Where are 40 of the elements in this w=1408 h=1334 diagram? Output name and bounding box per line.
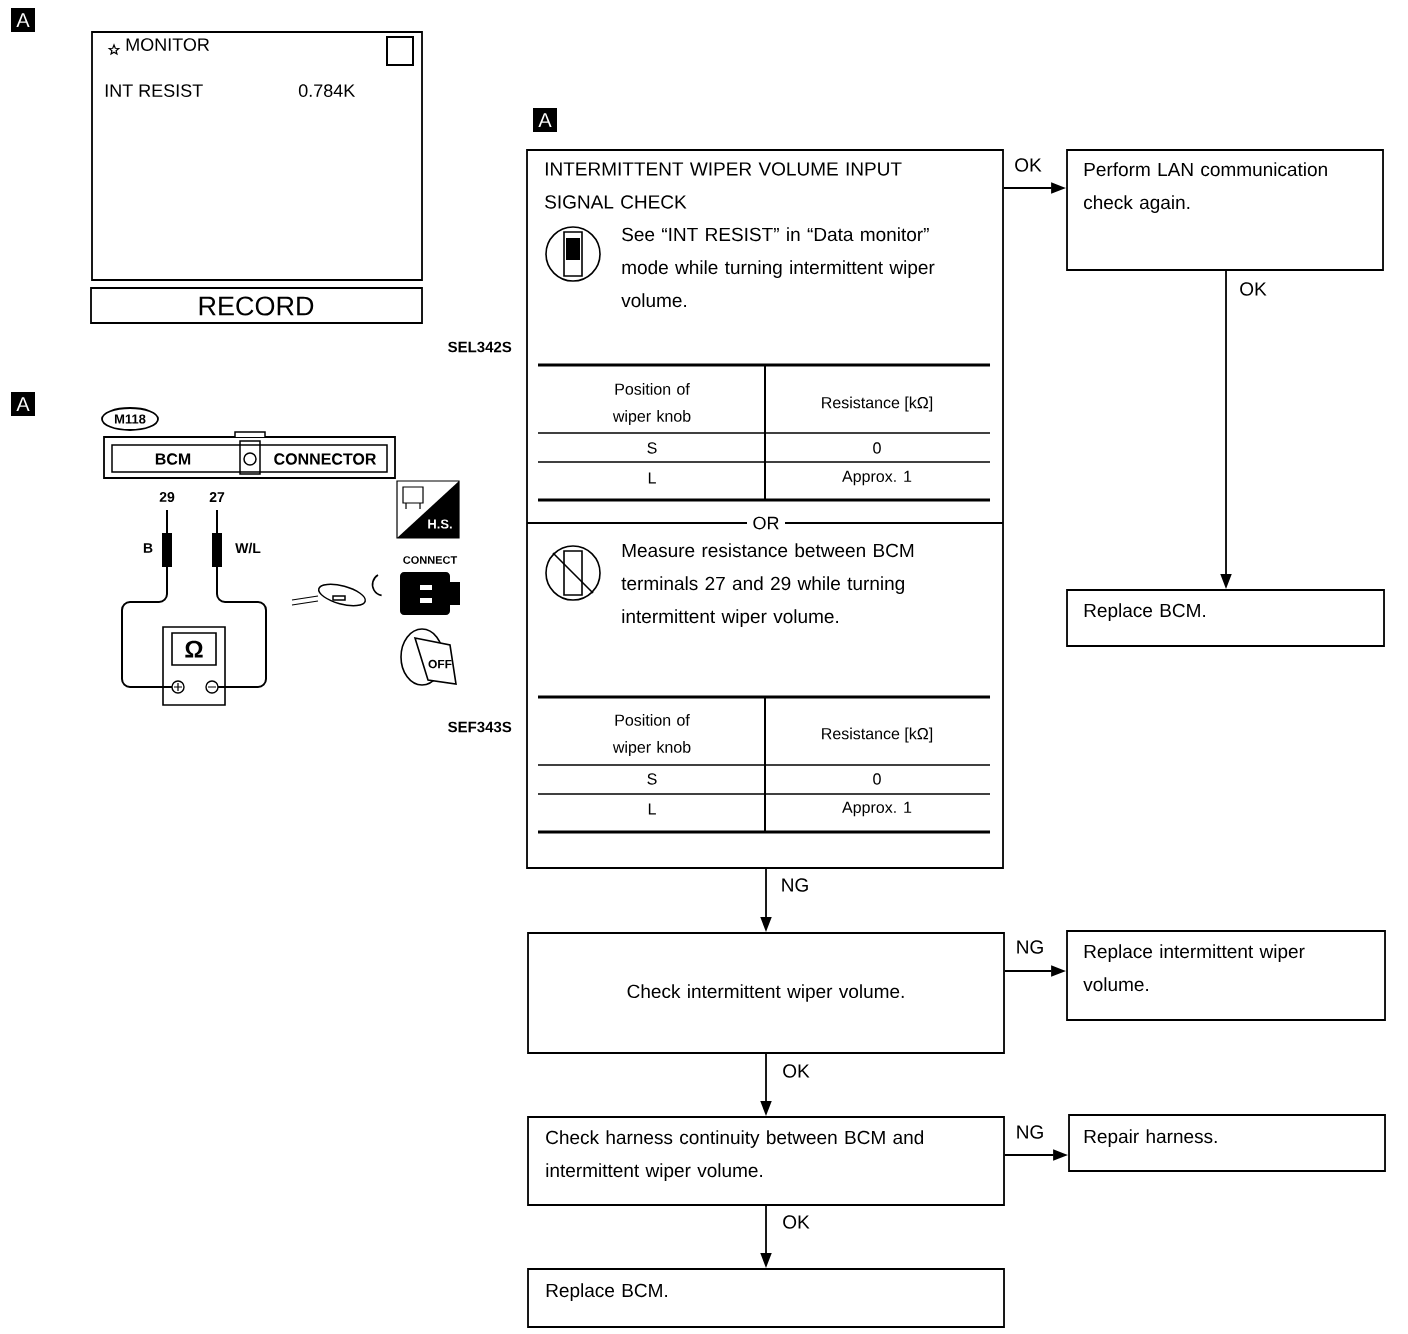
table-cell: Approx. 1: [842, 801, 912, 817]
table-cell: 0: [873, 773, 881, 785]
table-header: Resistance [kΩ]: [822, 727, 933, 743]
record-button: RECORD: [90, 287, 423, 324]
table-cell: L: [648, 472, 656, 484]
process-box: Check intermittent wiper volume.: [527, 932, 1005, 1054]
process-box: Replace intermittent wiper volume.: [1066, 930, 1386, 1021]
connector-drawing: BCM CONNECTOR: [103, 431, 396, 479]
table-header: Position of wiper knob: [612, 714, 691, 756]
process-box: Perform LAN communication check again.: [1066, 149, 1384, 271]
figure-code: SEL342S: [448, 341, 512, 353]
edge-label: NG: [1014, 939, 1046, 955]
monitor-screen: MONITOR INT RESIST 0.784K: [91, 31, 423, 281]
ohm-symbol: Ω: [185, 640, 203, 658]
process-box: Repair harness.: [1068, 1114, 1386, 1172]
table-header: Resistance [kΩ]: [822, 396, 933, 412]
table-cell: S: [647, 773, 657, 785]
table-header: Position of wiper knob: [612, 383, 691, 425]
connector-id-oval: M118: [101, 407, 159, 431]
edge-label: NG: [1014, 1124, 1046, 1140]
process-box: Replace BCM.: [1066, 589, 1385, 647]
icon-caption: H.S.: [428, 519, 452, 529]
table-cell: 0: [873, 442, 881, 454]
edge-label: NG: [779, 877, 811, 893]
table-cell: S: [647, 442, 657, 454]
edge-label: OK: [781, 1214, 811, 1230]
wire-color-label: B: [143, 543, 153, 553]
pin-number: 27: [209, 492, 225, 502]
pin-number: 29: [159, 492, 175, 502]
step-caption: CONNECT: [403, 556, 458, 564]
edge-label: OK: [781, 1063, 811, 1079]
table-cell: Approx. 1: [842, 470, 912, 486]
wire-color-label: W/L: [235, 542, 261, 554]
edge-label: OK: [1013, 157, 1043, 173]
figure-code: SEF343S: [448, 721, 512, 733]
process-box: Replace BCM.: [527, 1268, 1005, 1328]
switch-position-label: OFF: [428, 659, 452, 669]
edge-label: OK: [1238, 281, 1268, 297]
table-cell: L: [648, 803, 656, 815]
process-box: Check harness continuity between BCM and intermittent wiper volume.: [527, 1116, 1005, 1206]
